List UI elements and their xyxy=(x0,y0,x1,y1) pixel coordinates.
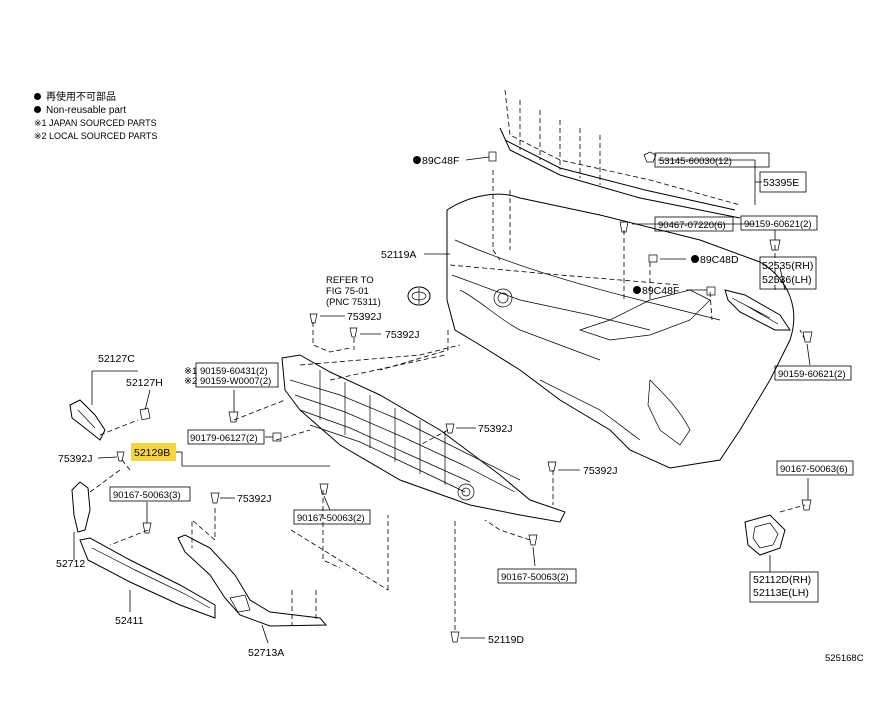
lower-grille-drawing xyxy=(281,354,566,523)
label-52127c[interactable]: 52127C xyxy=(98,353,135,365)
screw-icon xyxy=(801,499,812,511)
fasteners xyxy=(116,151,813,643)
bumper-cover-drawing xyxy=(446,193,795,469)
label-90167-bottom[interactable]: 90167-50063(2) xyxy=(501,572,569,583)
label-75392j-d[interactable]: 75392J xyxy=(583,465,617,477)
label-90159-60621-top[interactable]: 90159-60621(2) xyxy=(744,219,812,230)
label-90159-60431[interactable]: 90159-60431(2) xyxy=(200,366,268,377)
legend-jp-row: 再使用不可部品 xyxy=(34,92,157,105)
label-75392j-a[interactable]: 75392J xyxy=(347,311,381,323)
highlight-marker xyxy=(131,443,176,461)
label-90167-mid[interactable]: 90167-50063(2) xyxy=(297,513,365,524)
label-52536-lh[interactable]: 52536(LH) xyxy=(762,274,812,286)
refer-line-2[interactable]: FIG 75-01 xyxy=(326,286,369,297)
legend: 再使用不可部品 Non-reusable part ※1 JAPAN SOURC… xyxy=(34,92,157,142)
mark-japan-sourced: ※1 xyxy=(184,366,197,377)
label-52129b[interactable]: 52129B xyxy=(134,447,170,459)
clip-icon xyxy=(309,313,318,324)
upper-grille-drawing xyxy=(499,89,741,219)
label-53145-60030[interactable]: 53145-60030(12) xyxy=(659,156,732,167)
refer-line-3: (PNC 75311) xyxy=(326,297,381,308)
screw-icon xyxy=(528,534,538,546)
label-75392j-left[interactable]: 75392J xyxy=(58,453,92,465)
clip-icon xyxy=(349,327,358,338)
label-52411[interactable]: 52411 xyxy=(115,615,144,627)
bullet-icon xyxy=(34,93,41,100)
clip-icon xyxy=(643,151,657,163)
label-52119a[interactable]: 52119A xyxy=(381,249,416,261)
legend-jp-note: 再使用不可部品 xyxy=(46,92,116,103)
screw-icon xyxy=(319,483,329,495)
label-90179-06127[interactable]: 90179-06127(2) xyxy=(190,433,258,444)
label-90159-w0007[interactable]: 90159-W0007(2) xyxy=(200,376,271,387)
label-53395e[interactable]: 53395E xyxy=(763,177,799,189)
clip-icon xyxy=(706,286,716,296)
label-52535-rh[interactable]: 52535(RH) xyxy=(762,260,813,272)
mark-local-sourced: ※2 xyxy=(184,376,197,387)
screw-icon xyxy=(802,331,813,343)
figure-id: 525168C xyxy=(825,653,864,664)
screw-icon xyxy=(450,631,460,643)
left-bracket-drawing xyxy=(71,481,91,533)
screw-icon xyxy=(228,411,239,423)
label-89c48f-top[interactable]: 89C48F xyxy=(422,155,459,167)
legend-en-row: Non-reusable part xyxy=(34,105,157,118)
legend-non-reusable: Non-reusable part xyxy=(46,104,127,116)
clip-icon xyxy=(648,254,658,263)
label-52113e-lh[interactable]: 52113E(LH) xyxy=(753,587,809,599)
label-52712[interactable]: 52712 xyxy=(56,558,85,570)
label-89c48f-mid[interactable]: 89C48F xyxy=(642,285,679,297)
label-52127h[interactable]: 52127H xyxy=(126,377,163,389)
fog-bezel-drawing xyxy=(744,514,786,556)
clip-icon xyxy=(116,451,125,462)
label-90467-07220[interactable]: 90467-07220(6) xyxy=(658,220,726,231)
clip-icon xyxy=(488,151,497,162)
non-reusable-dot-icon xyxy=(691,255,699,263)
label-52713a[interactable]: 52713A xyxy=(248,647,284,659)
legend-note-2: ※2 LOCAL SOURCED PARTS xyxy=(34,130,158,141)
clip-icon xyxy=(445,423,455,434)
label-75392j-b[interactable]: 75392J xyxy=(385,329,419,341)
screw-icon xyxy=(769,239,781,251)
side-bracket-drawing xyxy=(724,289,791,331)
screw-icon xyxy=(142,522,152,534)
non-reusable-dot-icon xyxy=(413,156,421,164)
label-89c48d[interactable]: 89C48D xyxy=(700,254,739,266)
label-boxes xyxy=(109,152,854,603)
label-75392j-c[interactable]: 75392J xyxy=(478,423,512,435)
garnish-drawing xyxy=(177,534,328,627)
label-75392j-e[interactable]: 75392J xyxy=(237,493,271,505)
emblem-drawing xyxy=(407,286,431,306)
clip-icon xyxy=(547,461,557,472)
legend-note-1: ※1 JAPAN SOURCED PARTS xyxy=(34,118,157,128)
label-52112d-rh[interactable]: 52112D(RH) xyxy=(753,574,811,586)
lower-spoiler-drawing xyxy=(79,537,216,619)
label-52119d[interactable]: 52119D xyxy=(488,634,524,646)
leader-lines xyxy=(73,156,811,644)
assembly-lines xyxy=(89,170,806,630)
labels: 89C48F 53145-60030(12) 53395E 90467-0722… xyxy=(56,155,864,664)
label-90159-60621-right[interactable]: 90159-60621(2) xyxy=(778,369,846,380)
screw-icon xyxy=(619,221,629,233)
clip-icon xyxy=(210,492,220,504)
non-reusable-dot-icon xyxy=(633,286,641,294)
label-90167-right[interactable]: 90167-50063(6) xyxy=(780,464,848,475)
refer-line-1: REFER TO xyxy=(326,275,374,286)
bullet-icon xyxy=(34,105,41,113)
label-90167-left[interactable]: 90167-50063(3) xyxy=(113,490,181,501)
